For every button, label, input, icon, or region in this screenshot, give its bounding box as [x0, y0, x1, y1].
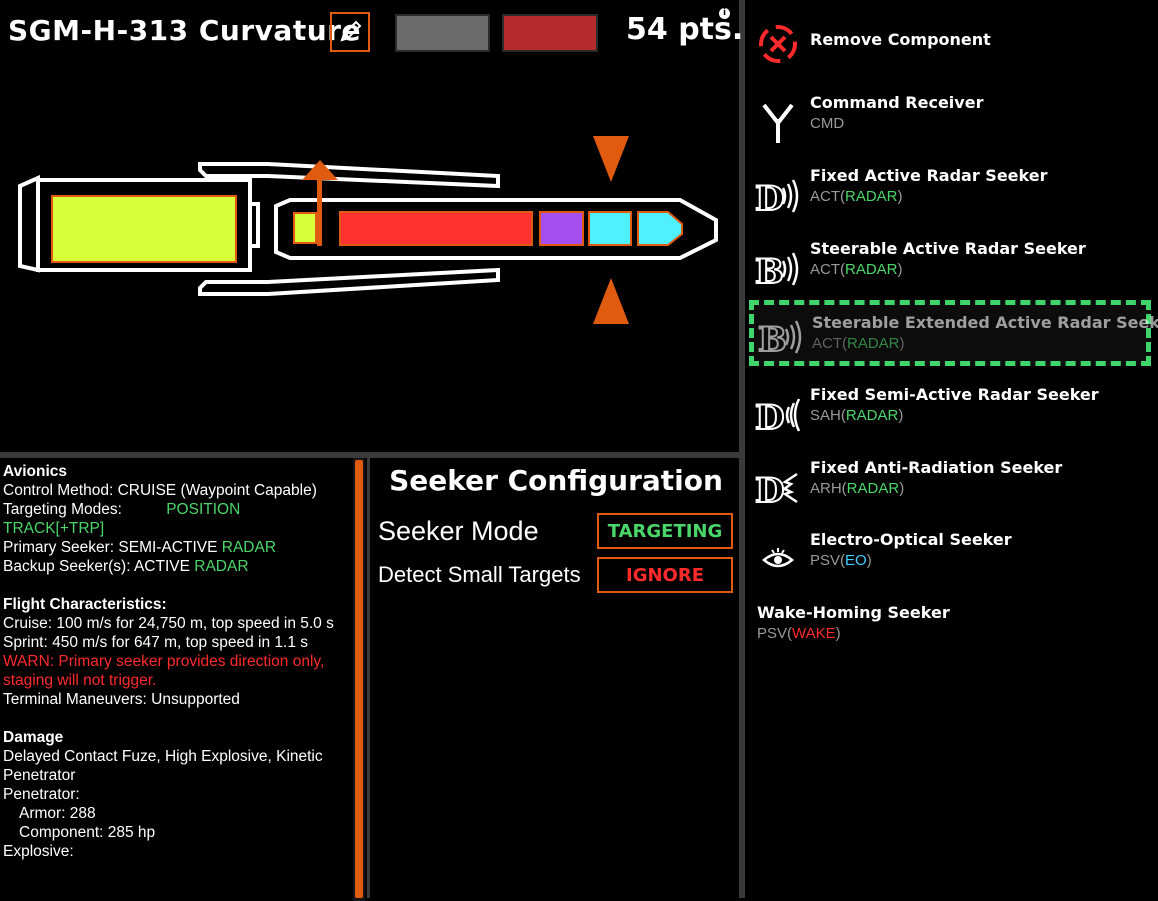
- booster-motor: [51, 195, 237, 263]
- component-fixed-anti-radiation[interactable]: D Fixed Anti-Radiation Seeker ARH(RADAR): [753, 458, 1063, 510]
- component-wake-homing[interactable]: Wake-Homing Seeker PSV(WAKE): [757, 603, 950, 642]
- svg-text:D: D: [755, 398, 784, 437]
- sustainer-outline: [274, 198, 718, 260]
- component-sustainer: [293, 212, 317, 244]
- info-icon[interactable]: i: [719, 8, 730, 19]
- steerable-extended-radar-icon: B: [756, 315, 806, 359]
- semi-active-radar-icon: D: [753, 393, 803, 437]
- terminal-maneuvers: Terminal Maneuvers: Unsupported: [3, 691, 240, 708]
- targeting-modes: Targeting Modes: POSITION: [3, 500, 345, 519]
- flight-heading: Flight Characteristics:: [3, 596, 167, 613]
- anti-radiation-icon: D: [753, 466, 803, 510]
- remove-component-button[interactable]: Remove Component: [753, 25, 1153, 90]
- svg-text:D: D: [755, 179, 784, 218]
- missile-name: SGM-H-313 Curvature: [8, 14, 361, 47]
- armor-value: Armor: 288: [19, 805, 96, 822]
- missile-designer-panel: SGM-H-313 Curvature 54 pts. i: [0, 0, 743, 455]
- seeker-marker-bottom: [593, 278, 629, 324]
- missile-diagram: [18, 136, 718, 324]
- seeker-warning: WARN: Primary seeker provides direction …: [3, 653, 325, 689]
- targeting-label: Targeting Modes:: [3, 501, 122, 518]
- avionics-scrollbar-thumb[interactable]: [355, 460, 363, 898]
- detect-small-label: Detect Small Targets: [378, 562, 581, 587]
- component-fixed-active-radar[interactable]: D Fixed Active Radar Seeker ACT(RADAR): [753, 166, 1048, 218]
- edit-name-button[interactable]: [330, 12, 370, 52]
- stage-marker-up: [302, 160, 338, 180]
- seeker-config-panel: Seeker Configuration Seeker Mode TARGETI…: [370, 455, 742, 898]
- component-backup-seeker: [588, 211, 632, 246]
- component-electro-optical[interactable]: Electro-Optical Seeker PSV(EO): [753, 530, 1153, 592]
- svg-text:B: B: [758, 320, 787, 359]
- penetrator-heading: Penetrator:: [3, 786, 80, 803]
- component-command-receiver[interactable]: Command Receiver CMD: [753, 93, 1153, 155]
- lower-fin: [198, 267, 500, 296]
- component-steerable-extended-radar[interactable]: B Steerable Extended Active Radar Seeker…: [749, 300, 1158, 366]
- svg-text:B: B: [755, 252, 784, 291]
- component-steerable-active-radar[interactable]: B Steerable Active Radar Seeker ACT(RADA…: [753, 239, 1086, 291]
- component-value: Component: 285 hp: [19, 824, 156, 841]
- avionics-text: Avionics Control Method: CRUISE (Waypoin…: [3, 462, 345, 861]
- fuze-type: Delayed Contact Fuze, High Explosive, Ki…: [3, 748, 323, 784]
- backup-seeker: Backup Seeker(s): ACTIVE RADAR: [3, 558, 249, 575]
- fixed-active-radar-icon: D: [753, 174, 803, 218]
- seeker-mode-button[interactable]: TARGETING: [597, 513, 733, 549]
- steerable-active-radar-icon: B: [753, 247, 803, 291]
- component-primary-seeker: [637, 211, 683, 246]
- seeker-config-title: Seeker Configuration: [389, 464, 723, 497]
- remove-crosshair-icon: [753, 22, 803, 66]
- eye-icon: [753, 538, 803, 582]
- control-method: Control Method: CRUISE (Waypoint Capable…: [3, 482, 317, 499]
- seeker-mode-label: Seeker Mode: [378, 516, 539, 546]
- antenna-icon: [753, 101, 803, 145]
- pencil-icon: [340, 20, 362, 42]
- component-list-panel: Remove Component Command Receiver CMD D …: [742, 0, 1158, 898]
- detect-small-button[interactable]: IGNORE: [597, 557, 733, 593]
- component-avionics: [539, 211, 584, 246]
- component-fixed-semi-active-radar[interactable]: D Fixed Semi-Active Radar Seeker SAH(RAD…: [753, 385, 1099, 437]
- svg-text:D: D: [755, 471, 784, 510]
- component-warhead: [339, 211, 533, 246]
- remove-component-label: Remove Component: [810, 30, 991, 49]
- sprint-stats: Sprint: 450 m/s for 647 m, top speed in …: [3, 634, 308, 651]
- seeker-marker-top: [593, 136, 629, 182]
- primary-color-swatch[interactable]: [395, 14, 490, 52]
- damage-heading: Damage: [3, 729, 64, 746]
- secondary-color-swatch[interactable]: [502, 14, 598, 52]
- explosive-heading: Explosive:: [3, 843, 74, 860]
- booster-outline: [18, 174, 40, 273]
- cruise-stats: Cruise: 100 m/s for 24,750 m, top speed …: [3, 615, 334, 632]
- targeting-position: POSITION: [166, 501, 241, 518]
- avionics-panel: Avionics Control Method: CRUISE (Waypoin…: [0, 455, 370, 901]
- targeting-track: TRACK[+TRP]: [3, 520, 105, 537]
- upper-fin: [198, 162, 500, 189]
- avionics-heading: Avionics: [3, 463, 68, 480]
- booster-casing: [36, 178, 252, 272]
- primary-seeker: Primary Seeker: SEMI-ACTIVE RADAR: [3, 539, 277, 556]
